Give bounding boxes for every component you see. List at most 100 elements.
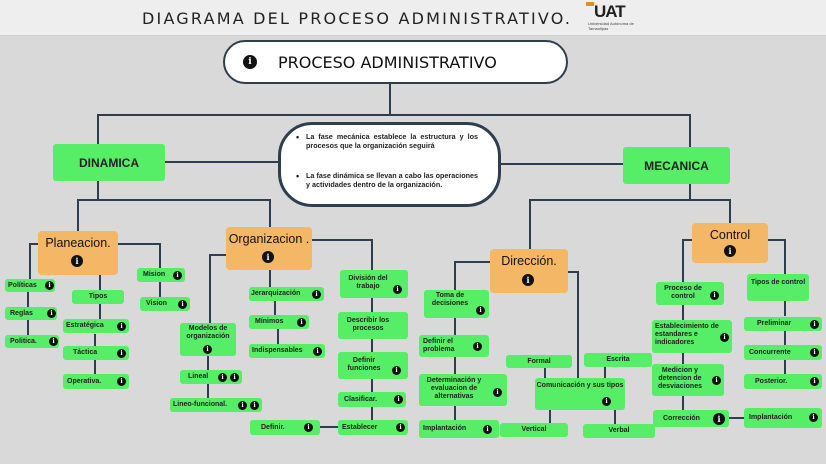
info-icon[interactable]: i [810, 377, 819, 386]
info-icon[interactable]: i [238, 400, 247, 410]
leaf-medicion[interactable]: Medicion y detencion de desviaciones i [652, 364, 724, 396]
leaf-division[interactable]: División del trabajo i [340, 270, 408, 298]
info-icon[interactable]: i [392, 366, 401, 375]
leaf-label: Tipos [88, 293, 108, 300]
info-icon[interactable]: i [710, 291, 719, 300]
leaf-label: Reglas [10, 309, 33, 317]
info-icon[interactable]: i [178, 299, 187, 309]
info-icon[interactable]: i [71, 255, 83, 267]
info-icon[interactable]: i [476, 306, 485, 315]
info-icon[interactable]: i [493, 388, 502, 397]
leaf-definir[interactable]: Definir. i [250, 420, 320, 435]
leaf-implantacion-control[interactable]: Implantación i [744, 408, 822, 428]
info-icon[interactable]: i [393, 285, 402, 294]
info-icon[interactable]: i [243, 55, 257, 69]
branch-mecanica[interactable]: MECANICA [623, 147, 730, 184]
info-icon[interactable]: i [203, 345, 212, 354]
leaf-correccion[interactable]: Corrección i [653, 410, 729, 427]
info-icon[interactable]: i [396, 423, 405, 432]
info-icon[interactable]: i [713, 412, 725, 425]
leaf-tipos-control[interactable]: Tipos de control [747, 274, 809, 301]
leaf-preliminar[interactable]: Preliminar i [744, 317, 822, 331]
leaf-label: Proceso de control [664, 285, 702, 300]
leaf-vision[interactable]: Vision i [140, 297, 190, 311]
info-icon[interactable]: i [313, 346, 322, 356]
leaf-reglas[interactable]: Reglas i [5, 307, 57, 320]
leaf-label: Concurrente [749, 348, 791, 356]
info-icon[interactable]: i [712, 376, 721, 385]
leaf-definir-funciones[interactable]: Definir funciones i [338, 352, 408, 379]
info-icon[interactable]: i [483, 425, 492, 434]
phase-direccion[interactable]: Dirección. i [490, 249, 568, 293]
leaf-operativa[interactable]: Operativa. i [63, 374, 129, 389]
leaf-proceso-control[interactable]: Proceso de control i [656, 282, 724, 305]
root-node[interactable] [223, 40, 568, 84]
leaf-label: Comunicación y sus tipos [536, 382, 624, 389]
info-icon[interactable]: i [173, 270, 182, 280]
root-label: PROCESO ADMINISTRATIVO [278, 53, 497, 72]
logo-mark: UAT [594, 2, 626, 21]
leaf-jerarquizacion[interactable]: Jerarquización i [249, 287, 324, 301]
leaf-indispensables[interactable]: Indispensables i [249, 344, 325, 358]
info-icon[interactable]: i [602, 397, 611, 406]
leaf-label: Establecimiento de estandares e indicado… [655, 323, 719, 346]
leaf-concurrente[interactable]: Concurrente i [744, 345, 822, 360]
leaf-definir-problema[interactable]: Definir el problema i [419, 335, 489, 357]
leaf-comunicacion[interactable]: Comunicación y sus tipos i [535, 378, 625, 410]
leaf-establecer[interactable]: Establecer i [338, 420, 408, 435]
leaf-label: Corrección [663, 414, 700, 422]
info-icon[interactable]: i [810, 319, 819, 329]
info-icon[interactable]: i [117, 377, 126, 386]
leaf-vertical[interactable]: Vertical [500, 423, 568, 437]
leaf-politica[interactable]: Politica. i [5, 335, 59, 348]
leaf-verbal[interactable]: Verbal [583, 424, 655, 438]
leaf-modelos[interactable]: Modelos de organización i [180, 323, 236, 356]
leaf-implantacion-direccion[interactable]: Implantación i [419, 420, 499, 438]
info-icon[interactable]: i [522, 274, 534, 286]
leaf-clasificar[interactable]: Clasificar. i [338, 392, 406, 407]
info-icon[interactable]: i [117, 348, 126, 358]
info-icon[interactable]: i [724, 245, 736, 257]
leaf-lineo-funcional[interactable]: Lineo-funcional. i i [170, 398, 262, 412]
leaf-posterior[interactable]: Posterior. i [744, 374, 822, 389]
info-icon[interactable]: i [720, 333, 729, 342]
leaf-lineal[interactable]: Lineal i i [180, 370, 242, 384]
leaf-minimos[interactable]: Mínimos i [249, 315, 309, 329]
info-icon[interactable]: i [230, 372, 239, 382]
phase-label: Organizacion . [228, 232, 310, 246]
info-icon[interactable]: i [394, 395, 403, 404]
info-icon[interactable]: i [262, 251, 274, 263]
leaf-label: Preliminar [757, 320, 792, 327]
phase-control[interactable]: Control i [692, 223, 768, 263]
info-icon[interactable]: i [312, 289, 321, 299]
leaf-politicas[interactable]: Políticas i [5, 279, 55, 292]
info-icon[interactable]: i [810, 348, 819, 357]
info-icon[interactable]: i [304, 423, 313, 432]
info-icon[interactable]: i [47, 309, 56, 318]
leaf-label: Mínimos [255, 318, 284, 325]
leaf-estrategica[interactable]: Estratégica i [63, 319, 129, 333]
logo-subtitle: Universidad Autónoma de Tamaulipas [588, 21, 634, 31]
leaf-determinacion[interactable]: Determinación y evaluacion de alternativ… [419, 374, 507, 406]
leaf-describir[interactable]: Describir los procesos [338, 312, 408, 339]
info-icon[interactable]: i [49, 337, 58, 346]
leaf-tipos[interactable]: Tipos [72, 290, 124, 304]
info-icon[interactable]: i [250, 400, 259, 410]
info-icon[interactable]: i [473, 342, 482, 351]
phase-organizacion[interactable]: Organizacion . i [226, 227, 312, 270]
leaf-tactica[interactable]: Táctica i [63, 346, 129, 360]
branch-dinamica[interactable]: DINAMICA [53, 144, 165, 181]
leaf-formal[interactable]: Formal [506, 355, 572, 368]
info-icon[interactable]: i [809, 413, 818, 422]
leaf-toma-decisiones[interactable]: Toma de decisiones i [424, 290, 489, 318]
info-icon[interactable]: i [218, 372, 227, 382]
leaf-escrita[interactable]: Escrita [584, 353, 652, 367]
info-icon[interactable]: i [117, 321, 126, 331]
info-icon[interactable]: i [297, 317, 306, 327]
leaf-mision[interactable]: Mision i [137, 268, 185, 282]
leaf-label: Tipos de control [750, 279, 806, 286]
info-icon[interactable]: i [45, 281, 54, 290]
leaf-establecimiento[interactable]: Establecimiento de estandares e indicado… [652, 320, 732, 353]
leaf-label: Definir el problema [423, 338, 455, 353]
phase-planeacion[interactable]: Planeacion. i [38, 231, 118, 275]
